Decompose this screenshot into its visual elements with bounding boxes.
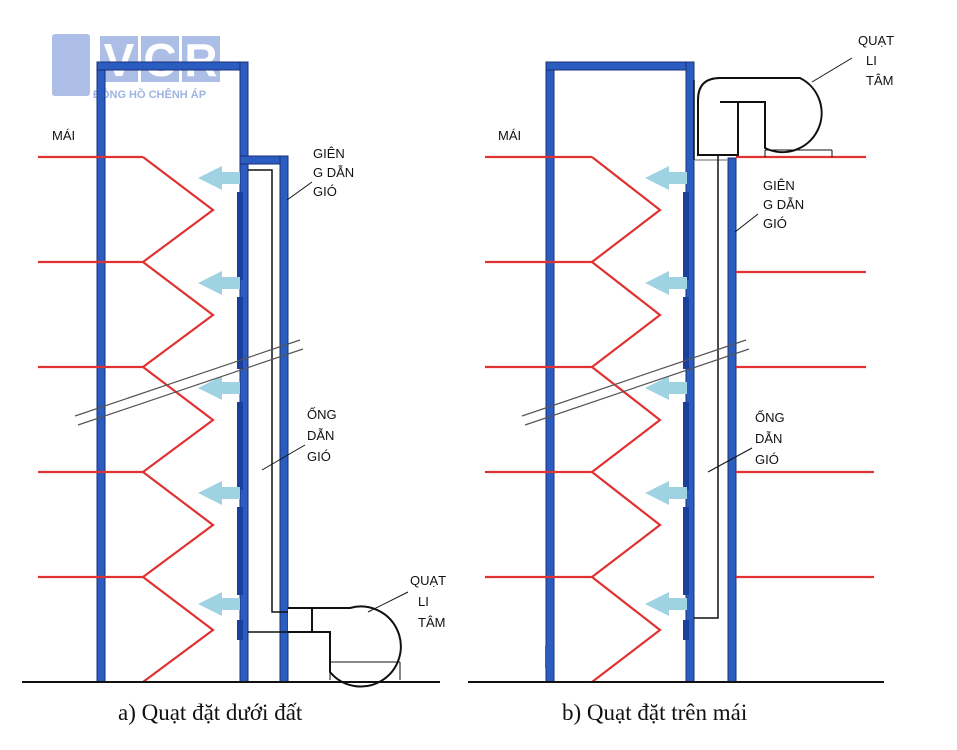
roof-wall xyxy=(96,61,248,71)
fan-label-line3: TÂM xyxy=(866,73,893,88)
grille-label-line3: GIÓ xyxy=(313,184,337,199)
duct-label-line1: ỐNG xyxy=(755,410,785,425)
shaft-outer-wall xyxy=(727,157,737,683)
shaft-outer-wall xyxy=(279,155,289,683)
grille-label-line1: GIÊN xyxy=(313,146,345,161)
logo: V C R ĐỒNG HỒ CHÊNH ÁP xyxy=(52,34,220,101)
panel-b: MÁI GIÊN G DẪN GIÓ ỐNG DẪN GIÓ QUẠT LI T… xyxy=(468,33,894,725)
grilles xyxy=(237,192,243,640)
airflow-arrows xyxy=(645,166,687,616)
panel-a: MÁI GIÊN G DẪN GIÓ ỐNG DẪN GIÓ QUẠT LI T… xyxy=(22,61,446,725)
logo-letter-r: R xyxy=(184,34,217,86)
grille-label-line2: G DẪN xyxy=(313,165,354,180)
logo-box-c xyxy=(141,36,179,82)
duct-label-line2: DẪN xyxy=(307,428,334,443)
grille-label-line1: GIÊN xyxy=(763,178,795,193)
logo-icon xyxy=(52,34,90,96)
floors xyxy=(38,155,215,683)
duct-label-line3: GIÓ xyxy=(307,449,331,464)
roof-label: MÁI xyxy=(52,128,75,143)
grille-label-line2: G DẪN xyxy=(763,197,804,212)
centrifugal-fan-icon xyxy=(288,605,402,688)
grille-label-line3: GIÓ xyxy=(763,216,787,231)
centrifugal-fan-icon xyxy=(697,77,833,157)
duct xyxy=(248,169,330,633)
fan-label-line1: QUẠT xyxy=(410,573,446,588)
roof-wall xyxy=(545,61,695,71)
logo-letter-v: V xyxy=(104,34,135,86)
fan-label-line2: LI xyxy=(866,53,877,68)
duct-label-line1: ỐNG xyxy=(307,407,337,422)
caption-a: a) Quạt đặt dưới đất xyxy=(118,700,303,725)
ground-marker xyxy=(545,646,550,668)
logo-letter-c: C xyxy=(143,34,176,86)
floors xyxy=(485,155,874,683)
break-mark xyxy=(74,339,304,426)
fan-label-line1: QUẠT xyxy=(858,33,894,48)
duct-label-line3: GIÓ xyxy=(755,452,779,467)
logo-subtitle: ĐỒNG HỒ CHÊNH ÁP xyxy=(93,88,206,101)
leader-lines xyxy=(261,181,409,613)
grilles xyxy=(683,192,689,640)
roof-label: MÁI xyxy=(498,128,521,143)
break-mark xyxy=(521,339,750,426)
left-wall xyxy=(96,61,106,683)
left-wall xyxy=(545,61,555,683)
logo-box-r xyxy=(182,36,220,82)
leader-lines xyxy=(707,57,853,473)
airflow-arrows xyxy=(198,166,240,616)
fan-label-line2: LI xyxy=(418,594,429,609)
fan-label-line3: TÂM xyxy=(418,615,445,630)
logo-box-v xyxy=(100,36,138,82)
duct-label-line2: DẪN xyxy=(755,431,782,446)
caption-b: b) Quạt đặt trên mái xyxy=(562,700,747,725)
